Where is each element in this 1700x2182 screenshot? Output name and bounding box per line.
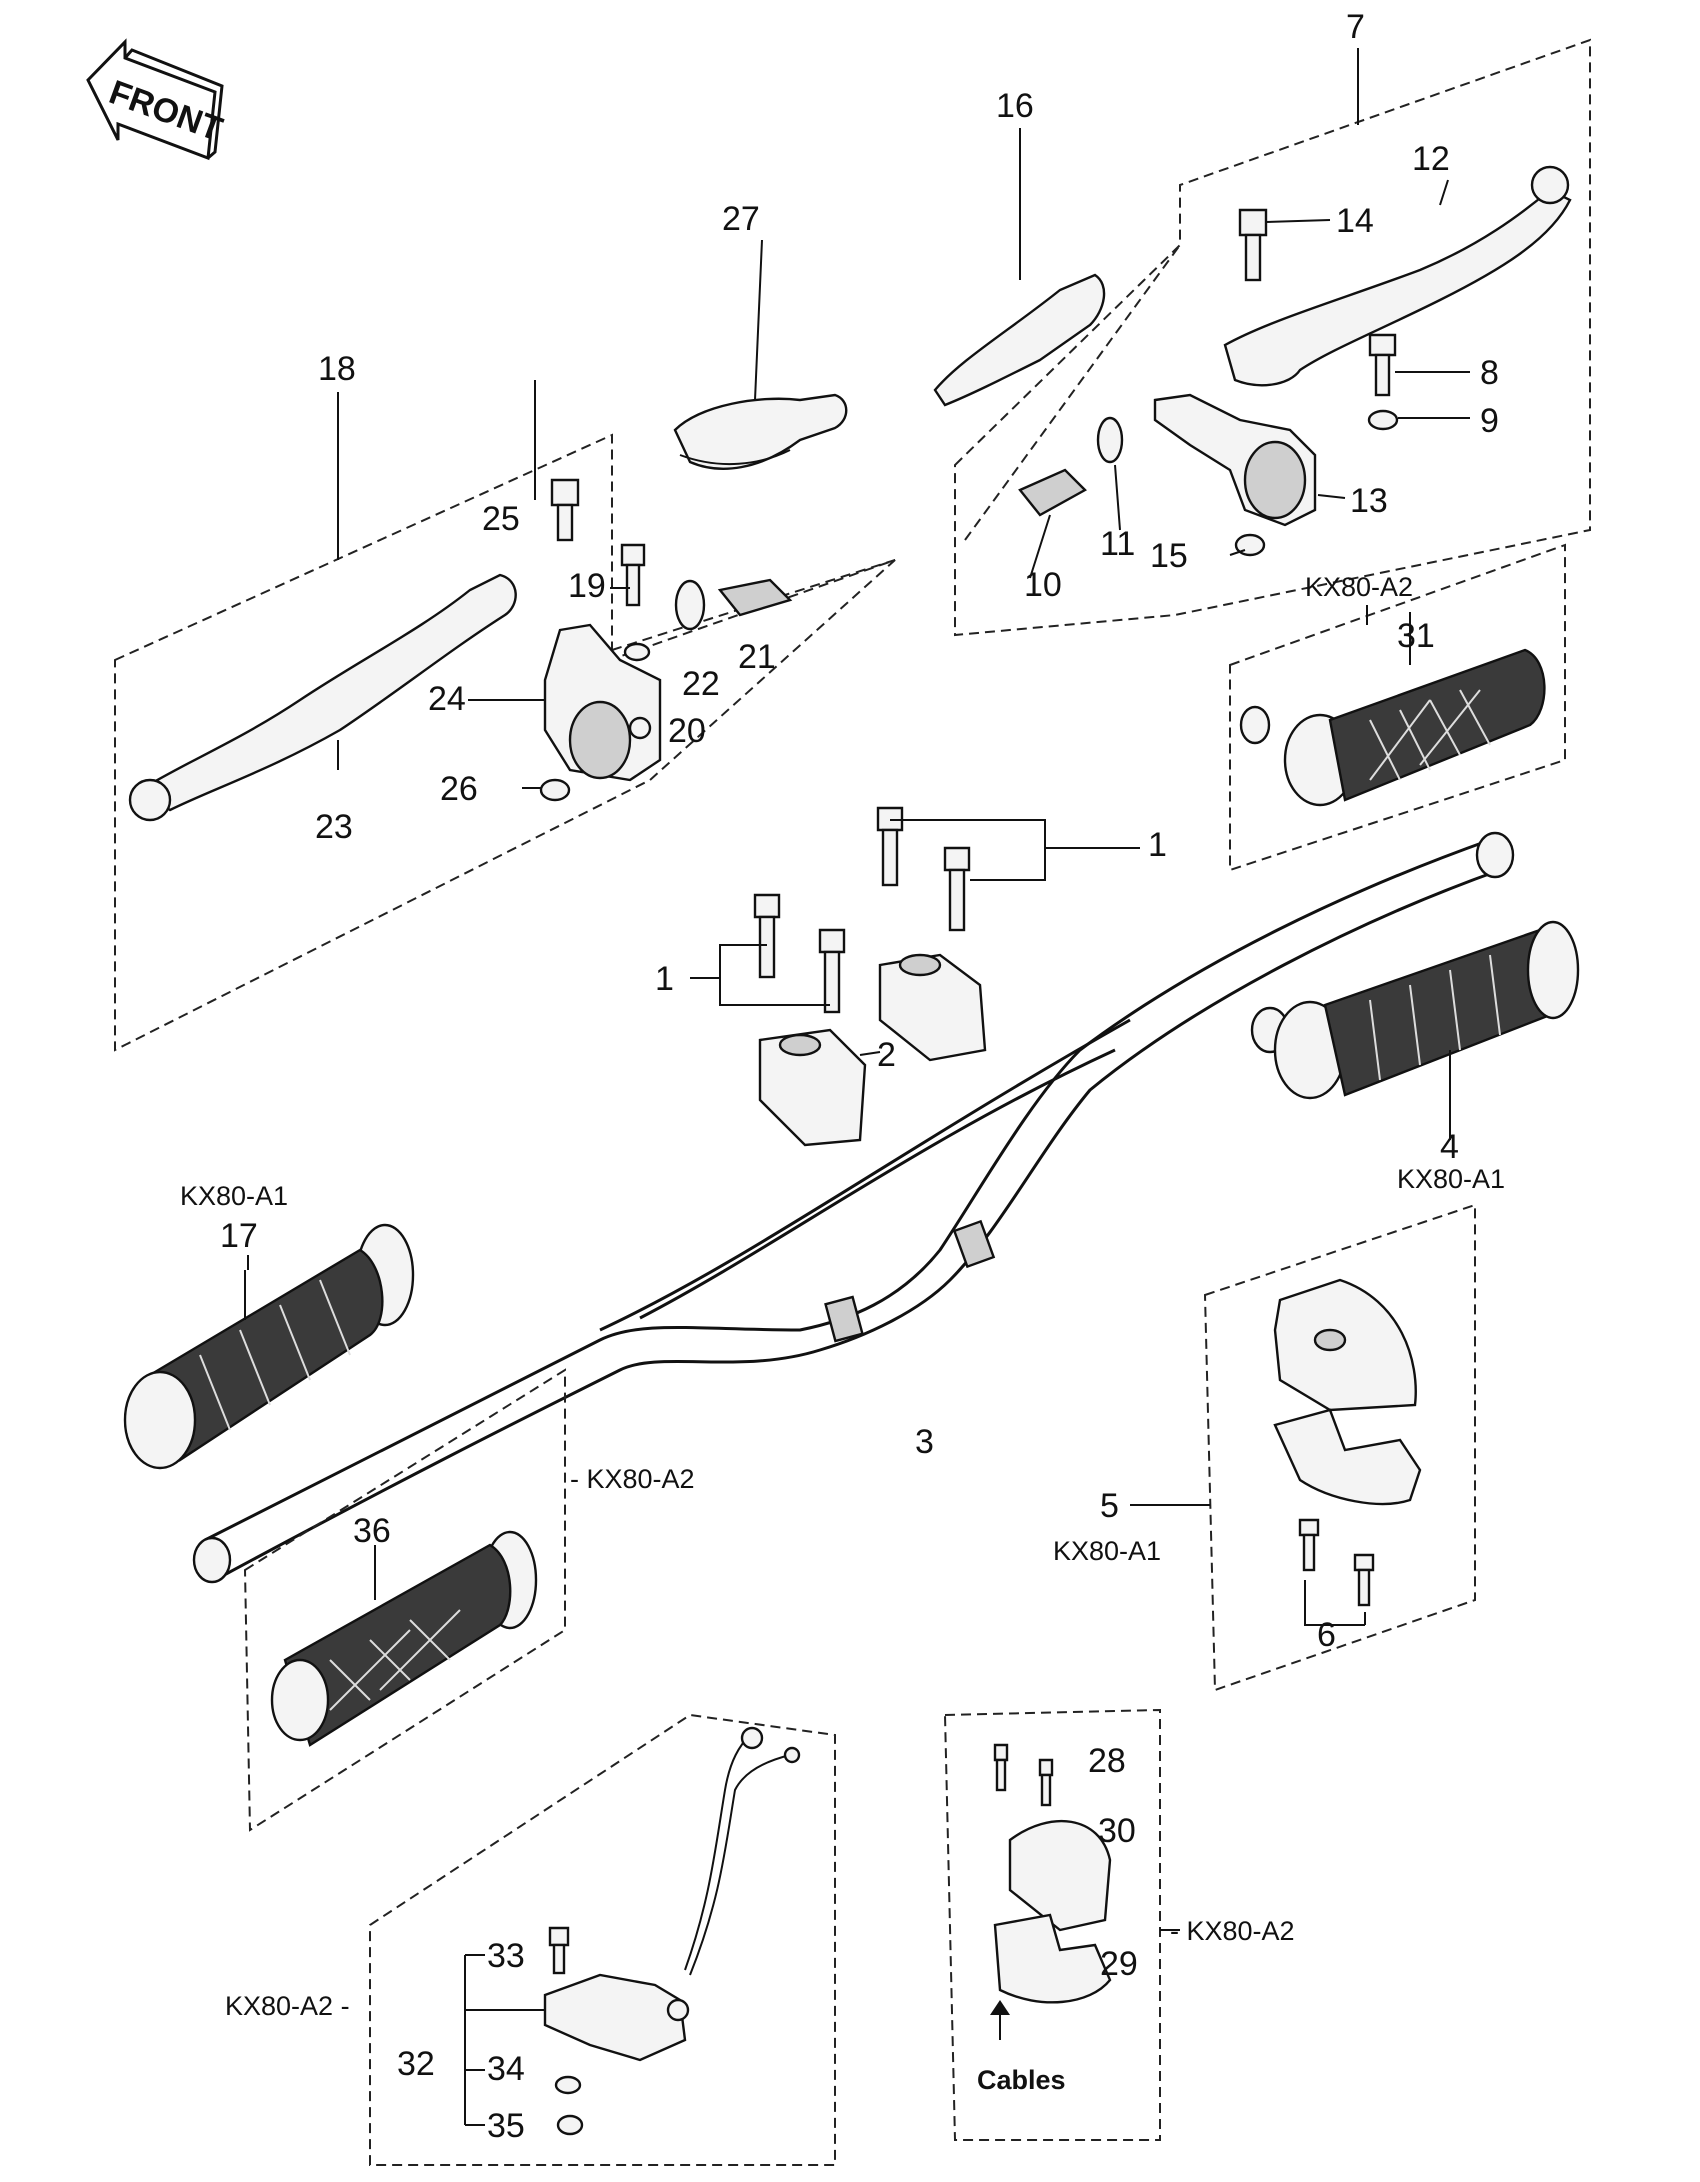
label-15: 15 [1150,537,1188,575]
tag-grip36: - KX80-A2 [570,1464,695,1494]
label-12: 12 [1412,140,1450,178]
tag-grip31: KX80-A2 [1305,572,1413,602]
label-4: 4 [1440,1128,1459,1166]
label-31: 31 [1397,617,1435,655]
tag-housing5: KX80-A1 [1053,1536,1161,1566]
label-36: 36 [353,1512,391,1550]
label-25: 25 [482,500,520,538]
housing-29-group [943,1708,1180,2141]
label-1b: 1 [655,960,674,998]
label-7: 7 [1346,8,1365,46]
housing-5-group [1130,1203,1476,1692]
label-29: 29 [1100,1945,1138,1983]
label-23: 23 [315,808,353,846]
label-22: 22 [682,665,720,703]
label-5: 5 [1100,1487,1119,1525]
front-arrow-icon: FRONT [86,38,227,161]
label-27: 27 [722,200,760,238]
label-19: 19 [568,567,606,605]
label-28: 28 [1088,1742,1126,1780]
left-lever-group [114,433,896,1052]
part-labels: 1 1 2 3 4 5 6 7 8 9 10 11 12 13 14 15 16… [220,8,1499,2145]
label-33: 33 [487,1937,525,1975]
tag-grip17: KX80-A1 [180,1181,288,1211]
label-14: 14 [1336,202,1374,240]
label-20: 20 [668,712,706,750]
grip-36-group [243,1368,566,1832]
cables-note: Cables [977,2065,1066,2095]
label-17: 17 [220,1217,258,1255]
label-32: 32 [397,2045,435,2083]
right-lever-group [933,38,1591,637]
handlebar-clamps-2 [758,953,987,1147]
tag-switch32: KX80-A2 - [225,1991,350,2021]
label-18: 18 [318,350,356,388]
label-leaders [247,48,1470,1555]
label-3: 3 [915,1423,934,1461]
label-9: 9 [1480,402,1499,440]
label-24: 24 [428,680,466,718]
label-8: 8 [1480,354,1499,392]
label-11: 11 [1100,525,1135,563]
label-35: 35 [487,2107,525,2145]
grip-17 [123,1223,415,1470]
handlebar-3 [192,831,1515,1584]
label-1a: 1 [1148,826,1167,864]
lever-cover-27 [673,393,848,470]
clamp-bolts-upper [876,806,1140,932]
tag-grip4: KX80-A1 [1397,1164,1505,1194]
label-2: 2 [877,1036,896,1074]
label-6: 6 [1317,1616,1336,1654]
grip-31-group [1229,543,1566,872]
label-10: 10 [1024,566,1062,604]
grip-4 [1250,920,1580,1140]
label-34: 34 [487,2050,525,2088]
kill-switch-group [369,1713,836,2166]
label-30: 30 [1098,1812,1136,1850]
label-26: 26 [440,770,478,808]
label-13: 13 [1350,482,1388,520]
clamp-bolts-lower [690,893,846,1014]
label-21: 21 [738,638,776,676]
model-tags: KX80-A2 KX80-A1 KX80-A1 - KX80-A2 KX80-A… [180,572,1505,2095]
tag-housing29: - KX80-A2 [1170,1916,1295,1946]
label-16: 16 [996,87,1034,125]
